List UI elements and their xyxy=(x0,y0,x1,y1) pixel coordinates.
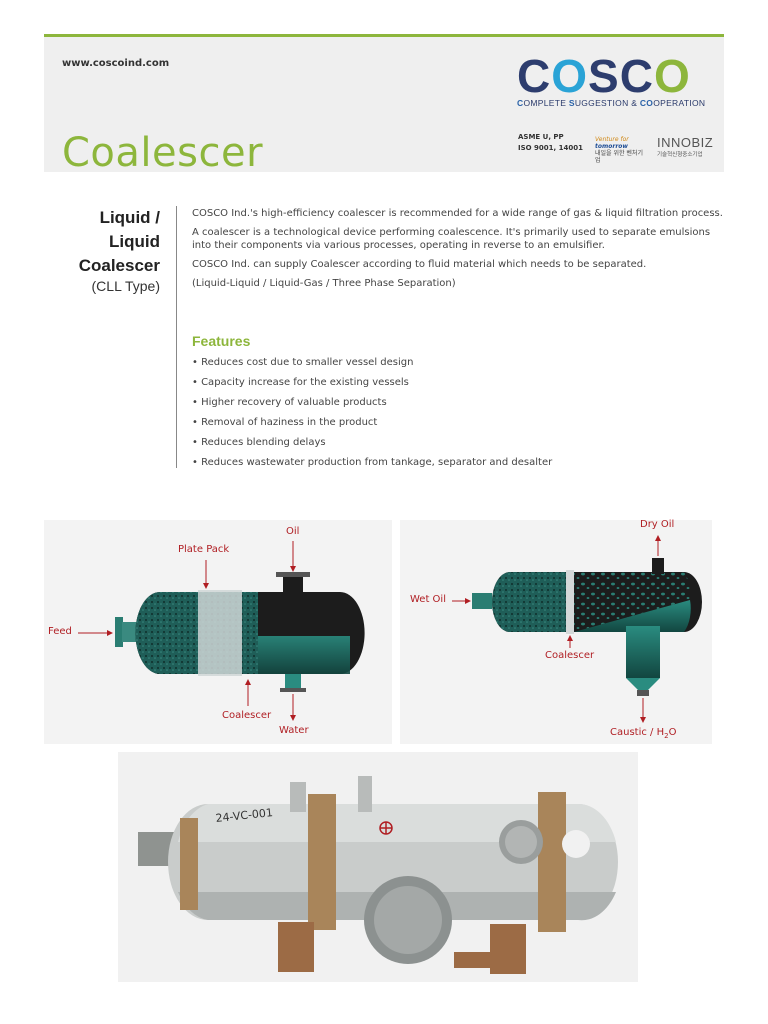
intro-paragraph: COSCO Ind.'s high-efficiency coalescer i… xyxy=(192,208,723,219)
intro-text: COSCO Ind.'s high-efficiency coalescer i… xyxy=(192,207,726,296)
section-title-line: Liquid / xyxy=(99,208,160,227)
venture-line2: tomorrow xyxy=(595,143,628,150)
feature-item: • Removal of haziness in the product xyxy=(192,417,378,428)
intro-paragraph: (Liquid-Liquid / Liquid-Gas / Three Phas… xyxy=(192,278,456,289)
section-divider xyxy=(176,206,177,468)
section-title-line: Coalescer xyxy=(78,256,160,275)
label-caustic-sub: 2 xyxy=(664,732,669,740)
logo-tagline-part: UGGESTION & xyxy=(574,98,640,108)
feature-item: • Capacity increase for the existing ves… xyxy=(192,377,409,388)
website-link[interactable]: www.coscoind.com xyxy=(62,58,170,69)
section-subtitle: (CLL Type) xyxy=(91,278,160,294)
label-caustic: Caustic / H2O xyxy=(610,727,676,740)
oil-nozzle xyxy=(276,572,310,595)
label-dry-oil: Dry Oil xyxy=(640,519,675,530)
intro-paragraph: COSCO Ind. can supply Coalescer accordin… xyxy=(192,259,647,270)
cert-asme: ASME U, PP xyxy=(518,133,564,141)
header-band xyxy=(44,34,724,172)
label-plate-pack: Plate Pack xyxy=(178,544,230,555)
feature-item: • Reduces cost due to smaller vessel des… xyxy=(192,357,414,368)
innobiz-sub: 기술혁신형중소기업 xyxy=(657,152,703,158)
features-list: • Reduces cost due to smaller vessel des… xyxy=(192,356,552,476)
label-coalescer-right: Coalescer xyxy=(545,650,595,661)
label-feed: Feed xyxy=(48,626,72,637)
logo-tagline-part: C xyxy=(517,98,524,108)
innobiz-logo: INNOBIZ xyxy=(657,135,714,150)
photo-saddle xyxy=(278,922,314,972)
photo-saddle-band xyxy=(308,794,336,930)
right-vessel xyxy=(472,558,702,696)
vessel-photo: 24-VC-001 xyxy=(138,776,618,974)
label-oil: Oil xyxy=(286,526,300,537)
intro-paragraph: A coalescer is a technological device pe… xyxy=(192,227,711,251)
label-coalescer-left: Coalescer xyxy=(222,710,272,721)
label-caustic-end: O xyxy=(668,727,677,738)
logo-tagline-part: S xyxy=(568,98,575,108)
water-nozzle xyxy=(280,674,306,692)
photo-tag: 24-VC-001 xyxy=(215,806,274,825)
photo-saddle xyxy=(490,924,526,974)
features-heading: Features xyxy=(192,333,251,349)
venture-line3: 내일을 위한 벤처기업 xyxy=(595,150,643,164)
feature-item: • Reduces wastewater production from tan… xyxy=(192,457,553,468)
label-water: Water xyxy=(279,725,309,736)
logo-letter: C xyxy=(619,50,654,102)
photo-saddle-band xyxy=(538,792,566,932)
header-rule xyxy=(44,34,724,37)
logo-tagline-part: OPERATION xyxy=(653,98,706,108)
certifications: ASME U, PP ISO 9001, 14001 xyxy=(518,132,583,154)
venture-logo: Venture for tomorrow 내일을 위한 벤처기업 xyxy=(595,136,647,164)
page-title: Coalescer xyxy=(62,130,264,176)
feature-item: • Higher recovery of valuable products xyxy=(192,397,387,408)
logo-tagline: COMPLETE SUGGESTION & COOPERATION xyxy=(517,98,705,108)
logo-tagline-part: CO xyxy=(639,98,654,108)
section-title-line: Liquid xyxy=(109,232,160,251)
left-vessel xyxy=(135,590,365,676)
cert-iso: ISO 9001, 14001 xyxy=(518,144,583,152)
feature-item: • Reduces blending delays xyxy=(192,437,326,448)
logo-letter: O xyxy=(653,50,691,102)
logo-letter: O xyxy=(551,50,589,102)
logo-tagline-part: OMPLETE xyxy=(523,98,569,108)
section-title: Liquid / Liquid Coalescer xyxy=(79,206,160,278)
label-wet-oil: Wet Oil xyxy=(410,594,446,605)
label-caustic-text: Caustic / H xyxy=(610,727,665,738)
logo-letter: C xyxy=(517,50,552,102)
venture-line1: Venture for xyxy=(595,136,629,143)
logo-letter: S xyxy=(588,50,620,102)
